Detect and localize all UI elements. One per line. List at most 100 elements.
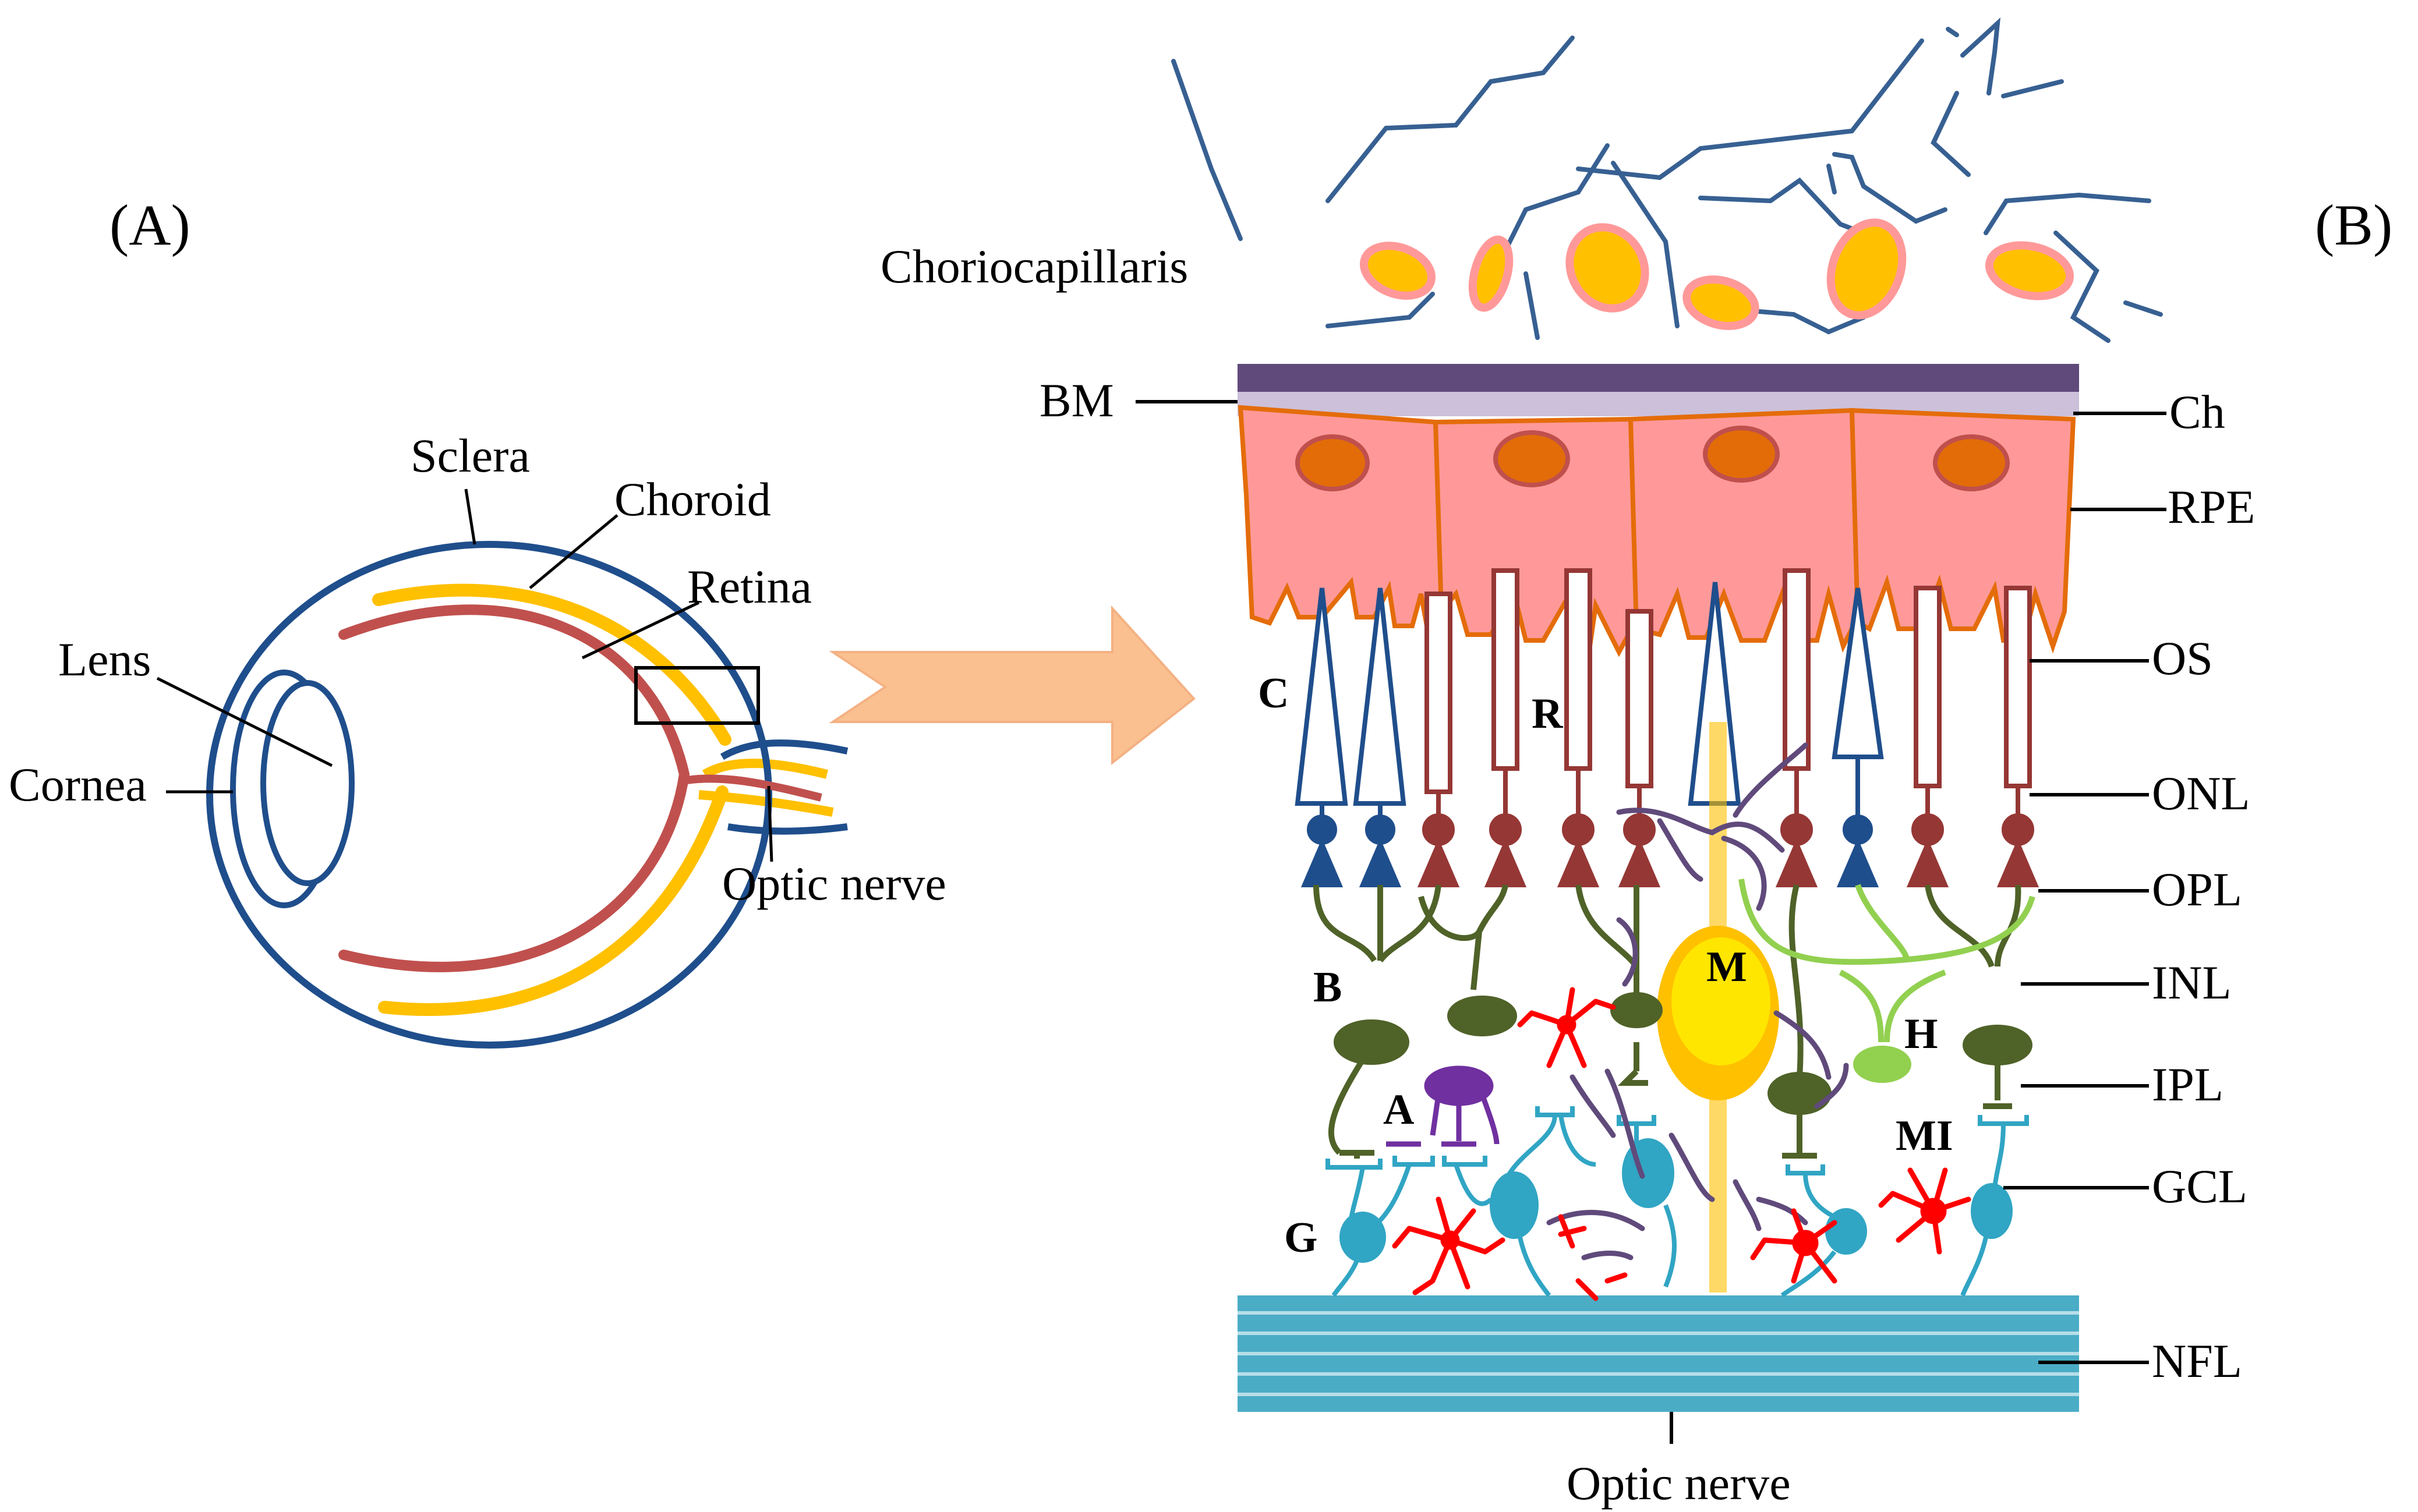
rpe-nucleus: [1493, 430, 1570, 487]
nfl-fiber-lines: [1238, 1311, 2079, 1396]
ganglion-axon: [1780, 1250, 1837, 1298]
rod-outer-segment: [1424, 592, 1452, 794]
microglia-process: [1517, 987, 1616, 1068]
ganglion-axon: [1960, 1237, 1988, 1297]
neural-process: [1569, 1074, 1616, 1138]
label-onl: ONL: [2152, 767, 2250, 820]
retina-zoom-box: [634, 666, 760, 725]
bruchs-membrane-layer: [1238, 364, 2079, 392]
ganglion-soma: [1971, 1183, 2013, 1239]
rod-spherule: [1484, 838, 1527, 887]
rpe-nucleus: [1933, 434, 2010, 491]
panel-a-label: (A): [109, 193, 190, 257]
vessel: [2123, 300, 2163, 317]
eye-diagram: (A) Sclera Choroid Retina Lens Cornea: [9, 193, 946, 1049]
label-bipolar: B: [1313, 964, 1342, 1011]
leader-sclera: [464, 488, 476, 545]
label-sclera: Sclera: [411, 429, 530, 482]
rpe-nucleus: [1295, 434, 1370, 491]
rod-spherule: [1996, 838, 2039, 887]
label-lens: Lens: [58, 633, 151, 686]
ganglion-axon: [1663, 1204, 1677, 1288]
bipolar-soma: [1963, 1025, 2032, 1065]
blood-cell: [1359, 242, 1436, 300]
amacrine-cell: [1386, 1065, 1500, 1147]
blood-cell: [1985, 241, 2074, 300]
neural-process: [1721, 835, 1767, 911]
vessel: [1931, 91, 1971, 177]
label-ganglion: G: [1284, 1214, 1318, 1262]
rod-outer-segment: [1625, 609, 1653, 788]
label-cornea: Cornea: [9, 758, 147, 811]
ganglion-soma: [1339, 1212, 1386, 1263]
ganglion-soma: [1622, 1138, 1674, 1208]
vessel: [2053, 231, 2111, 343]
neural-process: [1616, 808, 1785, 853]
vessel: [1325, 36, 1575, 203]
bipolar-soma: [1334, 1019, 1409, 1065]
blood-cell: [1682, 275, 1759, 330]
bipolar-soma: [1447, 996, 1517, 1036]
leader-lens: [156, 677, 333, 767]
ganglion-dendrite: [1992, 1123, 2006, 1188]
bipolar-dendrite: [1925, 884, 2021, 1100]
vessel: [1171, 59, 1243, 241]
neural-process: [1668, 1132, 1715, 1202]
eye-choroid-layer: [372, 583, 731, 746]
leader-choroid: [529, 514, 618, 589]
horizontal-process: [1884, 969, 1946, 1043]
rod-spherule: [1557, 838, 1600, 887]
label-amacrine: A: [1383, 1086, 1414, 1134]
horizontal-process: [1855, 884, 1910, 962]
rod-outer-segment: [2004, 586, 2032, 788]
vessel: [1523, 271, 1540, 340]
microglia-cells: [1392, 987, 1971, 1301]
ganglion-terminal: [1325, 1156, 1487, 1170]
rpe-nuclei: [1295, 426, 2010, 491]
neural-process: [1733, 1179, 1762, 1231]
leader-optic-nerve: [767, 785, 773, 862]
horizontal-cell: [1738, 879, 2035, 1083]
label-muller: M: [1706, 943, 1747, 991]
vessel: [1960, 17, 2001, 95]
ganglion-axon: [1331, 1259, 1359, 1297]
label-retina: Retina: [687, 560, 812, 613]
label-horizontal: H: [1904, 1010, 1938, 1058]
vessel: [1984, 192, 2151, 235]
cone-outer-segment: [1295, 587, 1348, 806]
choriocapillaris-vessels: [1171, 17, 2163, 343]
layer-leader-lines: [1136, 400, 2166, 1444]
rod-outer-segment: [1914, 586, 1942, 788]
neural-processes: [1546, 742, 1849, 1260]
ganglion-terminal: [1786, 1164, 1825, 1175]
eye-choroid-nerve-strand-2: [698, 790, 834, 817]
vessel: [1832, 152, 1947, 224]
rod-spherule: [1417, 838, 1460, 887]
label-microglia: MI: [1896, 1112, 1953, 1160]
eye-retina-nerve-strand: [687, 774, 822, 802]
ganglion-soma: [1825, 1208, 1867, 1255]
label-gcl: GCL: [2152, 1160, 2247, 1213]
eye-optic-nerve: [720, 739, 849, 760]
neural-process: [1581, 1251, 1634, 1260]
muller-cell: [1657, 722, 1779, 1293]
ganglion-soma: [1490, 1171, 1539, 1239]
label-choriocapillaris: Choriocapillaris: [881, 240, 1188, 293]
label-ch: Ch: [2169, 385, 2225, 438]
muller-nucleus: [1671, 937, 1770, 1065]
vessel: [1756, 309, 1866, 335]
ganglion-dendrite: [1803, 1173, 1836, 1219]
rod-spherule: [1618, 838, 1661, 887]
cone-pedicle: [1836, 838, 1879, 887]
bipolar-dendrite: [1418, 884, 1508, 990]
bipolar-axon: [1328, 1058, 1366, 1159]
neural-process: [1604, 1068, 1645, 1179]
label-choroid: Choroid: [614, 473, 771, 526]
vessel: [1946, 27, 1959, 37]
eye-lens: [260, 680, 355, 886]
vessel: [1576, 38, 1924, 180]
rod-spherule: [1906, 838, 1949, 887]
microglia-process: [1558, 1214, 1587, 1249]
label-bm: BM: [1040, 374, 1114, 427]
eye-choroid-layer-lower: [378, 785, 729, 1016]
